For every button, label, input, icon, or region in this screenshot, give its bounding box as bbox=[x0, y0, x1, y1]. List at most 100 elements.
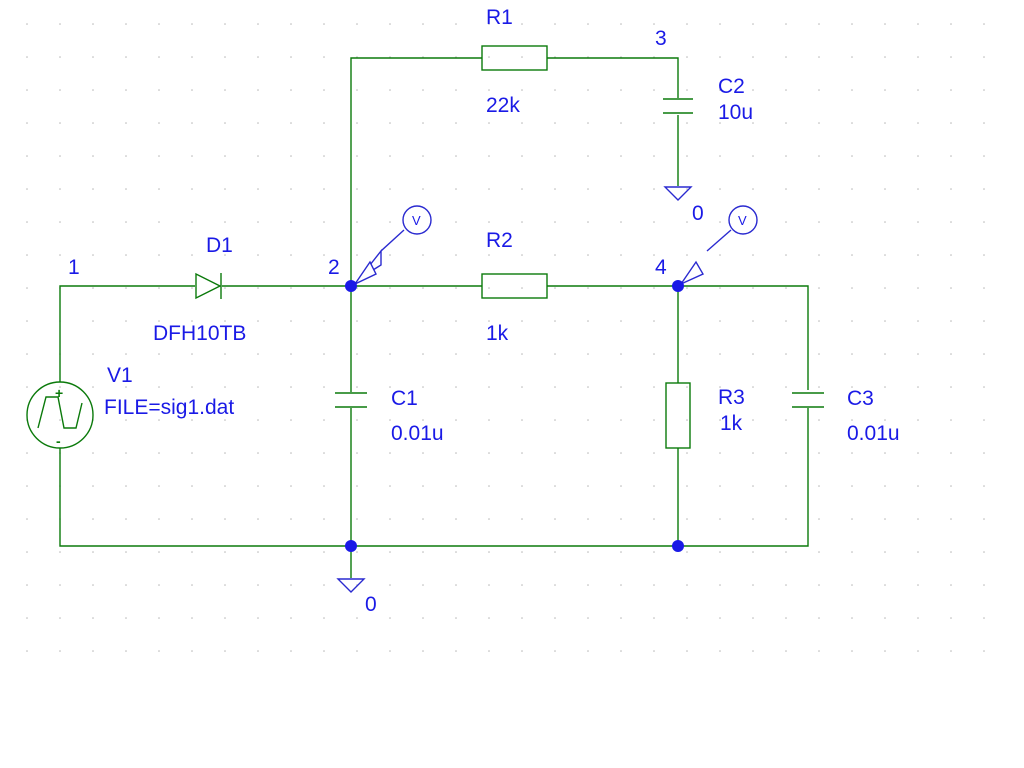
grid-dot bbox=[26, 188, 28, 190]
probe-node2-label: V bbox=[412, 213, 421, 228]
grid-dot bbox=[818, 386, 820, 388]
c3-ref-label: C3 bbox=[847, 387, 874, 410]
grid-dot bbox=[290, 419, 292, 421]
grid-dot bbox=[455, 287, 457, 289]
grid-dot bbox=[455, 485, 457, 487]
grid-dot bbox=[92, 320, 94, 322]
voltage-probe-node2[interactable] bbox=[352, 205, 432, 286]
grid-dot bbox=[818, 320, 820, 322]
grid-dot bbox=[455, 23, 457, 25]
grid-dot bbox=[653, 23, 655, 25]
grid-dot bbox=[752, 188, 754, 190]
grid-dot bbox=[851, 23, 853, 25]
grid-dot bbox=[554, 287, 556, 289]
grid-dot bbox=[653, 320, 655, 322]
grid-dot bbox=[59, 221, 61, 223]
grid-dot bbox=[191, 419, 193, 421]
grid-dot bbox=[851, 122, 853, 124]
diode-d1-symbol[interactable] bbox=[195, 272, 222, 300]
capacitor-c3-symbol[interactable] bbox=[792, 392, 824, 408]
grid-dot bbox=[719, 155, 721, 157]
grid-dot bbox=[290, 155, 292, 157]
grid-dot bbox=[851, 518, 853, 520]
grid-dot bbox=[917, 452, 919, 454]
grid-dot bbox=[455, 221, 457, 223]
capacitor-c2-symbol[interactable] bbox=[663, 98, 693, 114]
grid-dot bbox=[851, 254, 853, 256]
grid-dot bbox=[686, 188, 688, 190]
grid-dot bbox=[290, 254, 292, 256]
grid-dot bbox=[290, 188, 292, 190]
grid-dot bbox=[983, 386, 985, 388]
grid-dot bbox=[59, 122, 61, 124]
grid-dot bbox=[719, 452, 721, 454]
grid-dot bbox=[488, 386, 490, 388]
grid-dot bbox=[455, 617, 457, 619]
grid-dot bbox=[851, 155, 853, 157]
grid-dot bbox=[422, 254, 424, 256]
r1-ref-label: R1 bbox=[486, 6, 513, 29]
grid-dot bbox=[884, 221, 886, 223]
grid-dot bbox=[785, 551, 787, 553]
grid-dot bbox=[917, 89, 919, 91]
grid-dot bbox=[257, 650, 259, 652]
grid-dot bbox=[752, 485, 754, 487]
ground-symbol-c2[interactable] bbox=[663, 186, 693, 201]
grid-dot bbox=[422, 518, 424, 520]
grid-dot bbox=[686, 56, 688, 58]
grid-dot bbox=[521, 287, 523, 289]
grid-dot bbox=[224, 353, 226, 355]
resistor-r1-body[interactable] bbox=[481, 45, 548, 71]
grid-dot bbox=[554, 518, 556, 520]
grid-dot bbox=[521, 23, 523, 25]
grid-dot bbox=[389, 419, 391, 421]
grid-dot bbox=[752, 122, 754, 124]
grid-dot bbox=[851, 650, 853, 652]
grid-dot bbox=[884, 56, 886, 58]
grid-dot bbox=[356, 188, 358, 190]
grid-dot bbox=[653, 287, 655, 289]
grid-dot bbox=[818, 287, 820, 289]
grid-dot bbox=[587, 155, 589, 157]
grid-dot bbox=[92, 287, 94, 289]
grid-dot bbox=[224, 56, 226, 58]
grid-dot bbox=[92, 551, 94, 553]
grid-dot bbox=[653, 617, 655, 619]
wire-r1-to-node3 bbox=[547, 57, 679, 98]
ground-label-main: 0 bbox=[365, 593, 377, 616]
grid-dot bbox=[455, 584, 457, 586]
grid-dot bbox=[752, 56, 754, 58]
grid-dot bbox=[389, 551, 391, 553]
grid-dot bbox=[719, 23, 721, 25]
grid-dot bbox=[125, 518, 127, 520]
grid-dot bbox=[191, 353, 193, 355]
grid-dot bbox=[26, 89, 28, 91]
grid-dot bbox=[356, 23, 358, 25]
grid-dot bbox=[785, 287, 787, 289]
voltage-source-v1-symbol[interactable] bbox=[26, 381, 94, 449]
grid-dot bbox=[488, 221, 490, 223]
grid-dot bbox=[851, 551, 853, 553]
ground-symbol-main[interactable] bbox=[336, 578, 366, 593]
grid-dot bbox=[983, 188, 985, 190]
grid-dot bbox=[554, 419, 556, 421]
grid-dot bbox=[587, 485, 589, 487]
resistor-r2-body[interactable] bbox=[481, 273, 548, 299]
grid-dot bbox=[26, 23, 28, 25]
capacitor-c1-symbol[interactable] bbox=[335, 392, 367, 408]
grid-dot bbox=[752, 353, 754, 355]
grid-dot bbox=[785, 650, 787, 652]
grid-dot bbox=[323, 617, 325, 619]
voltage-probe-node4[interactable] bbox=[679, 205, 758, 286]
grid-dot bbox=[851, 419, 853, 421]
grid-dot bbox=[884, 584, 886, 586]
grid-dot bbox=[785, 452, 787, 454]
resistor-r3-body[interactable] bbox=[665, 382, 691, 449]
grid-dot bbox=[125, 155, 127, 157]
grid-dot bbox=[356, 254, 358, 256]
grid-dot bbox=[191, 254, 193, 256]
grid-dot bbox=[587, 617, 589, 619]
grid-dot bbox=[290, 485, 292, 487]
grid-dot bbox=[653, 188, 655, 190]
grid-dot bbox=[851, 287, 853, 289]
